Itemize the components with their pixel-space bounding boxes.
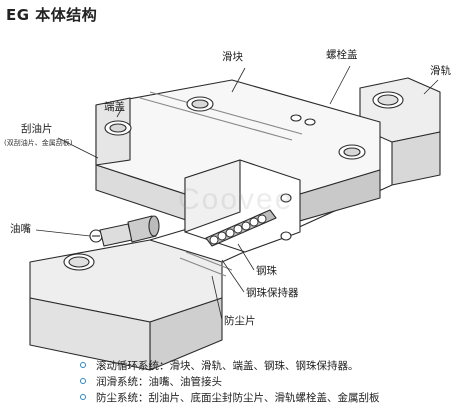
label-wiper: 刮油片 (21, 123, 53, 135)
dust-seal-part (179, 251, 233, 277)
legend-item-lubrication-system: 润滑系统：油嘴、油管接头 (80, 373, 380, 389)
label-ball-retainer: 钢珠保持器 (246, 287, 299, 299)
balls (209, 214, 267, 245)
leader-ball-retainer (221, 259, 245, 293)
rail-lower (29, 177, 393, 371)
grease-nipple-part (89, 215, 160, 247)
legend-text: 防尘系统：刮油片、底面尘封防尘片、滑轨螺栓盖、金属刮板 (96, 391, 380, 404)
label-wiper-note: (双刮油片、金属刮板) (4, 139, 73, 147)
label-dust-seal: 防尘片 (224, 315, 256, 327)
legend-item-rolling-system: 滚动循环系统：滑块、滑轨、端盖、钢珠、钢珠保持器。 (80, 357, 380, 373)
label-end-cap: 端盖 (104, 101, 125, 113)
watermark: Coovee (178, 183, 294, 216)
rail-upper (359, 77, 441, 186)
label-rail: 滑轨 (430, 65, 451, 77)
circle-bullet-icon (80, 394, 86, 400)
circle-bullet-icon (80, 378, 86, 384)
leader-ball (237, 243, 255, 271)
slider-block (95, 79, 381, 239)
leader-grease-nipple (35, 229, 91, 237)
legend-item-dust-system: 防尘系统：刮油片、底面尘封防尘片、滑轨螺栓盖、金属刮板 (80, 389, 380, 405)
legend-text: 滚动循环系统：滑块、滑轨、端盖、钢珠、钢珠保持器。 (96, 359, 359, 372)
cutaway-window (184, 159, 301, 253)
label-bolt-cap: 螺栓盖 (326, 49, 358, 61)
legend-text: 润滑系统：油嘴、油管接头 (96, 375, 222, 388)
label-slider: 滑块 (222, 51, 243, 63)
leader-wiper (57, 137, 99, 159)
diagram-title: EG 本体结构 (6, 6, 98, 24)
label-ball: 钢珠 (256, 265, 277, 277)
circle-bullet-icon (80, 362, 86, 368)
leader-end-cap (116, 107, 123, 118)
leader-bolt-cap (329, 65, 351, 105)
leader-dust-seal (211, 275, 223, 321)
leader-rail (423, 79, 439, 95)
system-legend: 滚动循环系统：滑块、滑轨、端盖、钢珠、钢珠保持器。 润滑系统：油嘴、油管接头 防… (80, 357, 380, 405)
leader-slider (231, 67, 246, 93)
label-grease-nipple: 油嘴 (10, 223, 31, 235)
